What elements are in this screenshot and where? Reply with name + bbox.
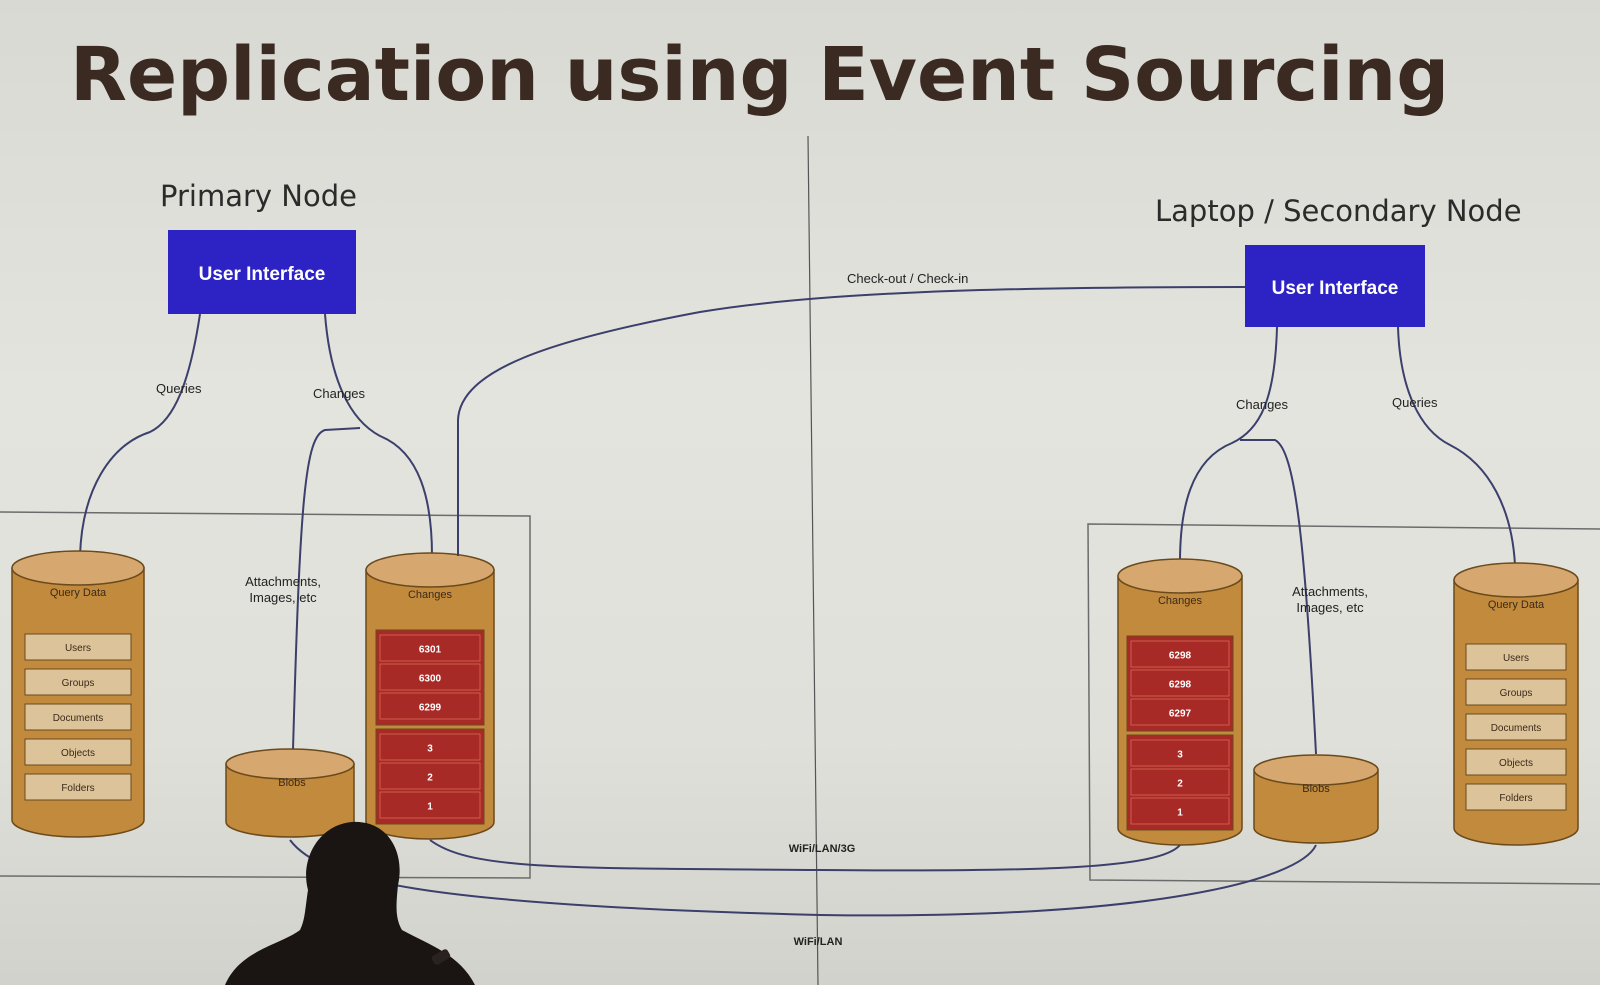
secondary-user-interface-box[interactable]	[1245, 245, 1425, 327]
changes-sync-label: WiFi/LAN/3G	[789, 843, 856, 855]
secondary-queries-wire	[1397, 326, 1516, 566]
primary-query-item-box	[24, 668, 132, 696]
slide-title: Replication using Event Sourcing	[70, 32, 1449, 118]
changes-sync-link	[429, 839, 1181, 872]
secondary-query-data-db: Query Data UsersGroupsDocumentsObjectsFo…	[1453, 562, 1579, 846]
primary-query-data-db: Query Data UsersGroupsDocumentsObjectsFo…	[11, 550, 145, 838]
primary-changes-wire	[324, 313, 433, 557]
secondary-node: Laptop / Secondary Node User Interface C…	[1117, 194, 1579, 846]
secondary-attachments-label-2: Images, etc	[1296, 600, 1364, 615]
secondary-changes-db-label: Changes	[1158, 595, 1203, 607]
blobs-sync-label: WiFi/LAN	[794, 936, 843, 948]
secondary-blobs-label: Blobs	[1302, 783, 1330, 795]
primary-change-event-label: 6300	[419, 674, 442, 685]
primary-query-item-box	[24, 773, 132, 801]
primary-change-event	[379, 663, 481, 691]
secondary-changes-db: Changes 6298 6298 6297 3 2 1	[1117, 558, 1243, 846]
primary-change-event	[379, 692, 481, 720]
primary-node-heading: Primary Node	[160, 179, 357, 213]
primary-change-event-label: 3	[427, 744, 433, 755]
primary-query-item-label: Objects	[61, 748, 95, 759]
primary-user-interface-box[interactable]	[168, 230, 356, 314]
secondary-change-event-label: 6298	[1169, 680, 1192, 691]
primary-changes-db: Changes 6301 6300 6299 3 2 1	[365, 552, 495, 840]
primary-query-item-label: Documents	[53, 713, 104, 724]
secondary-attachments-label-1: Attachments,	[1292, 584, 1368, 599]
primary-change-event	[379, 762, 481, 790]
secondary-change-event	[1130, 739, 1230, 767]
secondary-query-item-box	[1465, 678, 1567, 706]
secondary-change-event	[1130, 698, 1230, 726]
primary-change-event-label: 2	[427, 773, 433, 784]
secondary-change-event	[1130, 768, 1230, 796]
secondary-query-data-label: Query Data	[1488, 599, 1545, 611]
secondary-change-event	[1130, 640, 1230, 668]
checkout-checkin-label: Check-out / Check-in	[847, 271, 968, 286]
secondary-query-item-label: Groups	[1500, 688, 1533, 699]
secondary-changes-label: Changes	[1236, 397, 1289, 412]
primary-query-item-box	[24, 703, 132, 731]
primary-queries-wire	[79, 313, 201, 557]
checkout-checkin-link	[457, 286, 1246, 556]
primary-query-item-label: Folders	[61, 783, 94, 794]
primary-node: Primary Node User Interface Queries Chan…	[11, 179, 495, 840]
secondary-node-heading: Laptop / Secondary Node	[1155, 194, 1522, 228]
primary-user-interface-label: User Interface	[199, 264, 326, 285]
primary-query-item-label: Groups	[62, 678, 95, 689]
primary-change-event	[379, 791, 481, 819]
center-divider	[807, 135, 819, 985]
primary-storage-frame	[0, 511, 531, 879]
secondary-change-event-label: 6298	[1169, 651, 1192, 662]
secondary-change-event-label: 1	[1177, 808, 1183, 819]
secondary-changes-wire	[1179, 326, 1278, 563]
secondary-query-item-label: Documents	[1491, 723, 1542, 734]
secondary-query-item-box	[1465, 713, 1567, 741]
secondary-storage-frame	[1087, 523, 1600, 885]
secondary-user-interface-label: User Interface	[1272, 278, 1399, 299]
primary-change-event-label: 6299	[419, 703, 442, 714]
primary-change-event	[379, 733, 481, 761]
primary-changes-db-label: Changes	[408, 589, 453, 601]
primary-change-event	[379, 634, 481, 662]
secondary-query-item-box	[1465, 748, 1567, 776]
primary-blobs-db: Blobs	[225, 748, 355, 838]
secondary-queries-label: Queries	[1392, 395, 1438, 410]
primary-changes-label: Changes	[313, 386, 366, 401]
secondary-attachments-wire	[1240, 439, 1317, 755]
primary-query-item-box	[24, 633, 132, 661]
primary-attachments-wire	[292, 427, 361, 751]
secondary-change-event	[1130, 669, 1230, 697]
presenter-silhouette	[225, 821, 475, 985]
secondary-query-item-label: Objects	[1499, 758, 1533, 769]
secondary-query-item-label: Users	[1503, 653, 1529, 664]
secondary-query-item-label: Folders	[1499, 793, 1532, 804]
secondary-change-event-label: 6297	[1169, 709, 1192, 720]
primary-attachments-label-2: Images, etc	[249, 590, 317, 605]
secondary-change-event-label: 2	[1177, 779, 1183, 790]
primary-attachments-label-1: Attachments,	[245, 574, 321, 589]
primary-query-item-box	[24, 738, 132, 766]
primary-change-event-label: 6301	[419, 645, 442, 656]
secondary-query-item-box	[1465, 643, 1567, 671]
primary-change-event-label: 1	[427, 802, 433, 813]
secondary-change-event-label: 3	[1177, 750, 1183, 761]
secondary-change-event	[1130, 797, 1230, 825]
primary-blobs-label: Blobs	[278, 777, 306, 789]
primary-query-item-label: Users	[65, 643, 91, 654]
primary-queries-label: Queries	[156, 381, 202, 396]
secondary-query-item-box	[1465, 783, 1567, 811]
secondary-blobs-db: Blobs	[1253, 754, 1379, 844]
primary-query-data-label: Query Data	[50, 587, 107, 599]
